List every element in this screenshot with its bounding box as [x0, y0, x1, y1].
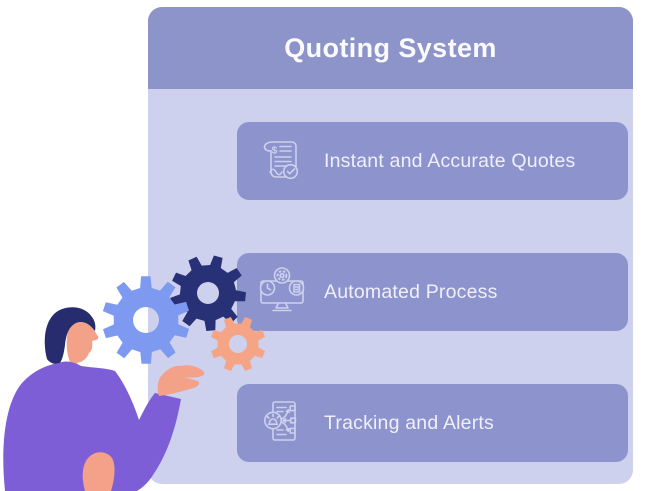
card-label: Instant and Accurate Quotes — [324, 149, 576, 172]
card-label: Automated Process — [324, 280, 498, 303]
page-title: Quoting System — [284, 32, 497, 63]
svg-text:$: $ — [272, 145, 278, 157]
card-automated-process[interactable]: Automated Process — [237, 253, 628, 331]
automation-monitor-icon — [259, 267, 305, 312]
person-fist — [82, 452, 115, 491]
header-bar: Quoting System — [148, 7, 633, 89]
card-tracking-alerts[interactable]: Tracking and Alerts — [237, 384, 628, 462]
card-label: Tracking and Alerts — [324, 411, 494, 434]
tracking-alerts-icon — [264, 401, 297, 441]
card-instant-quotes[interactable]: $ Instant and Accurate Quotes — [237, 122, 628, 200]
person-hair — [44, 307, 96, 365]
quote-document-icon: $ — [263, 141, 299, 180]
person-face — [62, 314, 99, 380]
